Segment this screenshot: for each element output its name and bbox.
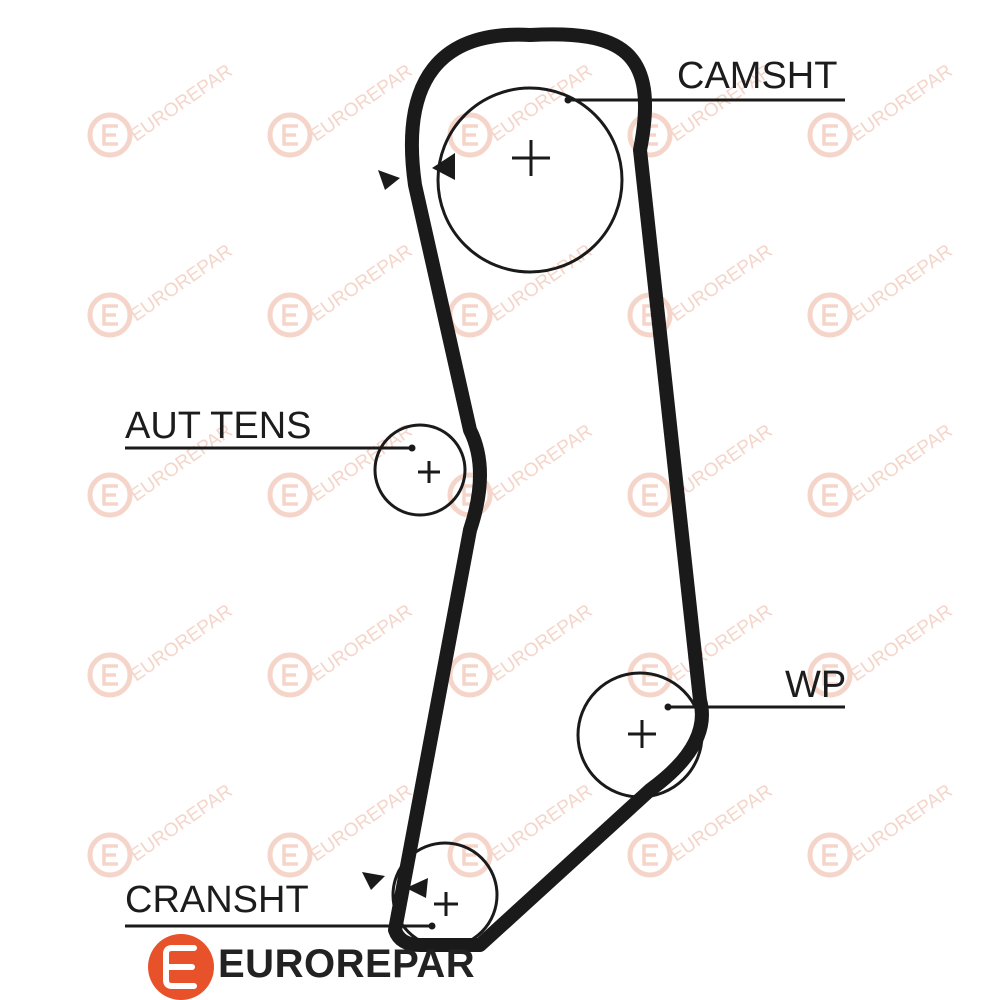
watermark-logo: EUROREPAR <box>267 601 416 698</box>
watermark-text: EUROREPAR <box>847 241 956 326</box>
plus-icon <box>512 140 550 176</box>
watermark-logo: EUROREPAR <box>87 601 236 698</box>
eurorepar-logo-icon <box>148 934 214 1000</box>
watermark-text: EUROREPAR <box>847 601 956 686</box>
crankshaft-label: CRANSHT <box>125 879 309 921</box>
water-pump-leader <box>664 703 845 711</box>
timing-belt <box>388 27 709 952</box>
brand-name: EUROREPAR <box>218 942 476 986</box>
watermark-logo: EUROREPAR <box>447 241 596 338</box>
watermark-logo: EUROREPAR <box>807 781 956 878</box>
camshaft-leader <box>564 96 845 104</box>
watermark-text: EUROREPAR <box>307 421 416 506</box>
watermark-logo: EUROREPAR <box>447 601 596 698</box>
watermark-text: EUROREPAR <box>307 601 416 686</box>
plus-icon <box>418 461 440 483</box>
plus-icon <box>628 720 656 748</box>
watermark-text: EUROREPAR <box>307 241 416 326</box>
watermark-text: EUROREPAR <box>487 241 596 326</box>
watermark-logo: EUROREPAR <box>267 781 416 878</box>
watermark-text: EUROREPAR <box>127 61 236 146</box>
watermark-text: EUROREPAR <box>847 61 956 146</box>
watermark-logo: EUROREPAR <box>807 241 956 338</box>
tensioner-pulley <box>373 423 467 517</box>
watermark-text: EUROREPAR <box>487 421 596 506</box>
plus-icon <box>434 892 458 916</box>
watermark-text: EUROREPAR <box>667 781 776 866</box>
watermark-text: EUROREPAR <box>127 601 236 686</box>
watermark-logo: EUROREPAR <box>807 421 956 518</box>
triangle-arrow-icon <box>362 872 385 890</box>
watermark-text: EUROREPAR <box>847 781 956 866</box>
watermark-logo: EUROREPAR <box>87 781 236 878</box>
watermark-text: EUROREPAR <box>307 781 416 866</box>
crankshaft-leader <box>125 922 436 930</box>
triangle-arrow-icon <box>378 170 400 190</box>
watermark-text: EUROREPAR <box>667 241 776 326</box>
watermark-logo: EUROREPAR <box>87 61 236 158</box>
watermark-text: EUROREPAR <box>127 241 236 326</box>
watermark-logo: EUROREPAR <box>627 421 776 518</box>
watermark-logo: EUROREPAR <box>267 61 416 158</box>
tensioner-label: AUT TENS <box>125 405 312 447</box>
camshaft-pulley <box>436 86 624 274</box>
water-pump-label: WP <box>785 664 846 706</box>
triangle-arrow-icon <box>406 878 428 898</box>
watermark-logo: EUROREPAR <box>87 241 236 338</box>
watermark-text: EUROREPAR <box>307 61 416 146</box>
watermark-text: EUROREPAR <box>487 601 596 686</box>
watermark-text: EUROREPAR <box>847 421 956 506</box>
watermark-logo: EUROREPAR <box>267 241 416 338</box>
tensioner-leader <box>125 444 416 452</box>
camshaft-label: CAMSHT <box>677 55 837 97</box>
triangle-arrow-icon <box>432 153 455 180</box>
watermark-text: EUROREPAR <box>667 601 776 686</box>
watermark-pattern: EUROREPAR EUROREPAR EUROREPAR EUROREPAR EURO… <box>87 61 956 878</box>
watermark-text: EUROREPAR <box>127 781 236 866</box>
